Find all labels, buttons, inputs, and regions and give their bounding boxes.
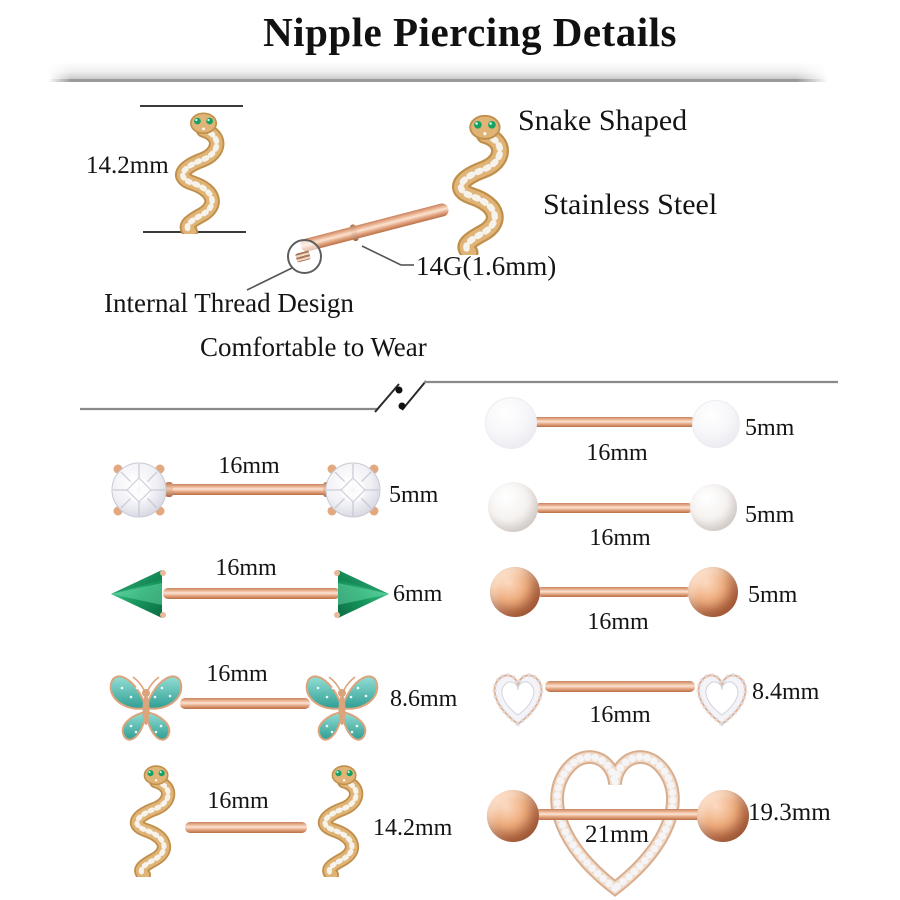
barbell-item-butterfly: 16mm 8.6mm <box>100 655 460 755</box>
thread-callout-line <box>246 267 293 291</box>
bar-length-label: 16mm <box>586 440 648 466</box>
end-size-label: 14.2mm <box>373 815 453 841</box>
barbell-bar <box>185 822 307 833</box>
cz-round-end-icon <box>108 459 170 521</box>
shaft-collar <box>349 223 360 242</box>
bar-length-label: 16mm <box>215 555 277 581</box>
cz-heart-end-icon <box>488 668 548 730</box>
gauge-callout-line <box>361 245 402 266</box>
internal-thread-magnifier <box>287 239 322 274</box>
title-ribbon <box>48 63 828 82</box>
end-size-label: 5mm <box>748 582 798 608</box>
bar-length-label: 21mm <box>585 821 649 848</box>
barbell-bar <box>545 681 695 692</box>
pearl-end-icon <box>690 484 737 531</box>
barbell-item-pearl: 16mm 5mm <box>480 480 820 558</box>
clear-ball-end-icon <box>485 397 537 449</box>
rose-gold-ball-end-icon <box>490 567 540 617</box>
pendant-height-label: 14.2mm <box>86 152 169 179</box>
divider-break-slash <box>401 380 427 411</box>
snake-end-icon <box>303 763 375 877</box>
clear-ball-end-icon <box>692 400 740 448</box>
bar-length-label: 16mm <box>206 661 268 687</box>
barbell-item-rose-gold-ball: 16mm 5mm <box>480 565 820 643</box>
bar-length-label: 16mm <box>587 609 649 635</box>
barbell-item-snake: 16mm 14.2mm <box>105 760 470 880</box>
end-size-label: 8.6mm <box>390 686 458 712</box>
barbell-bar <box>163 588 340 599</box>
barbell-item-heart-shield: 21mm 19.3mm <box>475 735 865 900</box>
barbell-item-clear-ball: 16mm 5mm <box>480 395 820 473</box>
cz-round-end-icon <box>322 459 384 521</box>
pearl-end-icon <box>488 482 538 532</box>
gauge-label: 14G(1.6mm) <box>416 251 557 281</box>
measure-line-top <box>140 105 243 107</box>
bar-length-label: 16mm <box>207 788 269 814</box>
feature-thread-label: Internal Thread Design <box>104 288 354 318</box>
bar-length-label: 16mm <box>589 525 651 551</box>
divider-break-slash <box>374 383 400 413</box>
rose-gold-ball-end-icon <box>697 790 749 842</box>
end-size-label: 5mm <box>389 482 439 508</box>
barbell-bar <box>180 698 310 709</box>
thread-detail <box>295 250 311 263</box>
end-size-label: 6mm <box>393 581 443 607</box>
barbell-item-emerald-spike: 16mm 6mm <box>105 555 450 640</box>
butterfly-end-icon <box>104 660 188 752</box>
butterfly-end-icon <box>300 660 384 752</box>
feature-comfort-label: Comfortable to Wear <box>200 332 427 362</box>
divider-dot <box>398 402 406 410</box>
barbell-bar <box>537 587 691 597</box>
barbell-bar <box>165 482 331 497</box>
snake-end-icon <box>115 763 187 877</box>
divider-dot <box>395 386 403 394</box>
end-size-label: 5mm <box>745 415 795 441</box>
end-size-label: 19.3mm <box>748 799 831 826</box>
snake-charm-icon <box>427 112 530 255</box>
barbell-item-round-cz: 16mm 5mm <box>105 450 450 545</box>
bar-length-label: 16mm <box>218 453 280 479</box>
barbell-bar <box>530 417 696 427</box>
feature-steel-label: Stainless Steel <box>543 188 718 221</box>
bar-length-label: 16mm <box>589 702 651 728</box>
barbell-bar <box>535 503 693 513</box>
emerald-spike-end-icon <box>108 565 166 623</box>
rose-gold-ball-end-icon <box>487 790 539 842</box>
rose-gold-ball-end-icon <box>688 567 738 617</box>
barbell-item-cz-heart: 16mm 8.4mm <box>480 655 825 737</box>
snake-pendant-icon <box>158 110 238 234</box>
emerald-spike-end-icon <box>334 565 392 623</box>
feature-snake-label: Snake Shaped <box>518 104 688 137</box>
page-title: Nipple Piercing Details <box>263 9 677 55</box>
end-size-label: 5mm <box>745 502 795 528</box>
barbell-bar <box>535 809 705 820</box>
cz-heart-end-icon <box>692 668 752 730</box>
end-size-label: 8.4mm <box>752 679 820 705</box>
